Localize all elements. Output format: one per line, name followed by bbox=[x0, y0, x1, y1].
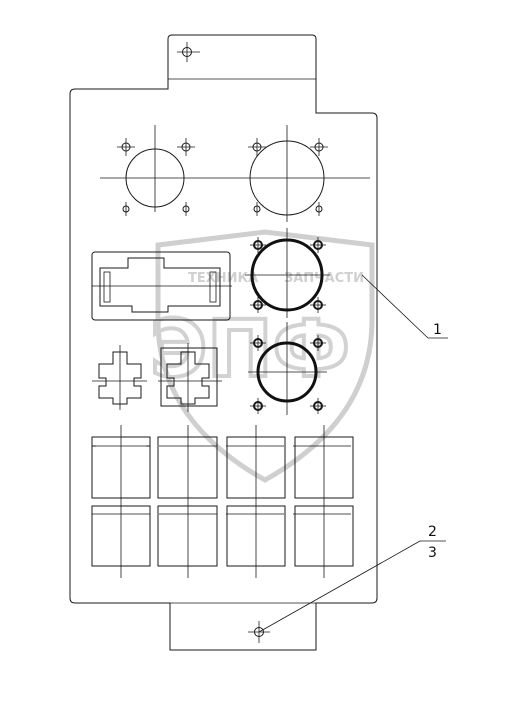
callout-2-label: 2 bbox=[428, 524, 437, 540]
switch-cutouts-row-lower bbox=[91, 505, 354, 567]
switch-cutouts-row-upper bbox=[91, 436, 354, 499]
watermark: ТЕХНИКА ЗАПЧАСТИ ЭПФ bbox=[148, 229, 375, 483]
watermark-logo-text: ЭПФ bbox=[150, 305, 350, 395]
connector-cutout-left bbox=[117, 125, 195, 216]
callout-1-label: 1 bbox=[433, 322, 442, 338]
callout-1: 1 bbox=[361, 274, 448, 339]
callout-3-label: 3 bbox=[428, 545, 437, 561]
connector-cutout-right bbox=[248, 125, 328, 222]
callout-2-3: 2 3 bbox=[258, 524, 446, 633]
cross-cutout-right bbox=[158, 343, 222, 412]
watermark-text-right: ЗАПЧАСТИ bbox=[284, 271, 364, 286]
switch-center-lines bbox=[120, 425, 325, 578]
main-connector-lower bbox=[248, 322, 327, 415]
top-mounting-hole bbox=[177, 42, 200, 62]
main-connector-upper bbox=[245, 228, 330, 318]
rectangular-cutout bbox=[91, 251, 232, 321]
cross-cutout-left bbox=[92, 345, 147, 410]
watermark-text-left: ТЕХНИКА bbox=[188, 271, 258, 286]
panel-plate-outline bbox=[69, 34, 378, 651]
